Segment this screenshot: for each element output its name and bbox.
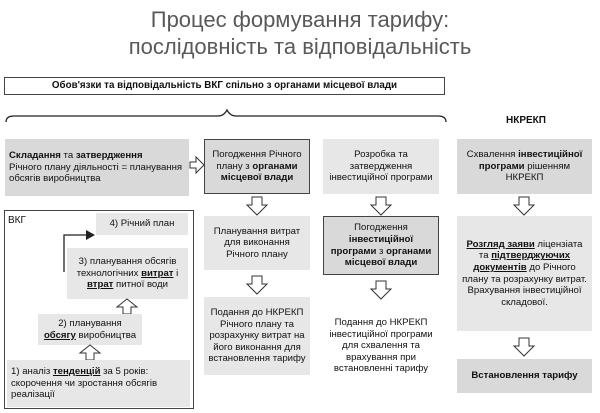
vkg-step4-annual-plan: 4) Річний план — [96, 213, 188, 235]
arrow-step2-to-3 — [115, 298, 139, 315]
application-review-t3: Врахування інвестиційної складової. — [467, 285, 582, 308]
vkg-step1-t1: 1) аналіз — [11, 366, 53, 378]
arrow-down-5 — [369, 280, 393, 300]
page-title-line1: Процес формування тарифу: — [150, 7, 450, 32]
vkg-step3-t3: питної води — [113, 279, 169, 291]
arrow-down-1 — [245, 196, 269, 216]
investment-approval-box: Схвалення інвестиційної програми рішення… — [457, 139, 592, 194]
agreement-annual-plan-bold: органами місцевої влади — [220, 160, 298, 184]
vkg-step3-losses: втрат — [86, 279, 114, 291]
nkrekp-label: НКРЕКП — [506, 115, 546, 126]
annual-plan-box-text: Річного плану діяльності = планування об… — [9, 161, 183, 185]
investment-agreement-bold1: інвестиційної програми — [330, 233, 414, 257]
arrow-right-1 — [189, 155, 205, 175]
annual-plan-box: Складання та затвердження Річного плану … — [5, 139, 189, 196]
vkg-step3-t1: 3) планування обсягів технологічних — [76, 256, 177, 279]
arrow-step3-to-4 — [63, 230, 95, 272]
application-review-bold1: Розгляд заяви — [466, 238, 535, 250]
investment-agreement-bold2: органами місцевої влади — [344, 245, 432, 269]
vkg-label: ВКГ — [8, 215, 26, 226]
arrow-down-2 — [369, 196, 393, 216]
investment-approval-t1: Схвалення — [466, 149, 519, 161]
application-review-bold2: підтверджуючих документів — [473, 250, 571, 273]
page-title-line2: послідовність та відповідальність — [128, 34, 472, 59]
curly-brace — [5, 108, 447, 123]
arrow-down-3 — [512, 196, 536, 216]
investment-approval-t2: рішенням НКРЕКП — [505, 160, 571, 184]
investment-agreement-t1: Погодження — [354, 222, 408, 234]
vkg-step1-t2: за 5 років: скорочення чи зростання обся… — [11, 366, 158, 401]
arrow-down-4 — [245, 275, 269, 295]
vkg-step2: 2) планування обсягу виробництва — [38, 314, 142, 345]
submit-investment-program-box: Подання до НКРЕКП інвестиційної програми… — [323, 303, 439, 389]
investment-agreement-box: Погодження інвестиційної програми з орга… — [323, 216, 439, 275]
investment-agreement-t2: з — [376, 245, 387, 257]
annual-plan-box-bold1: Складання — [9, 150, 61, 162]
application-review-t1: ліцензіата та — [478, 238, 583, 262]
application-review-t2: до Річного плану та розрахунку витрат. — [462, 261, 587, 285]
submit-annual-plan-box: Подання до НКРЕКП Річного плану та розра… — [204, 297, 310, 375]
vkg-step3-costs: витрат — [141, 267, 174, 279]
header-bar: Обов'язки та відповідальність ВКГ спільн… — [4, 77, 445, 95]
vkg-frame — [4, 210, 194, 409]
agreement-annual-plan-text: Погодження Річного плану з — [212, 149, 302, 172]
tariff-setting-box: Встановлення тарифу — [457, 359, 592, 393]
vkg-step1-trends: тенденцій — [52, 366, 101, 378]
vkg-step2-volume: обсягу — [43, 329, 76, 341]
vkg-step2-t1: 2) планування — [58, 317, 122, 329]
application-review-box: Розгляд заяви ліцензіата та підтверджуюч… — [457, 216, 592, 331]
vkg-step2-t2: виробництва — [75, 329, 137, 341]
arrow-step1-to-2 — [78, 344, 102, 361]
investment-approval-bold: інвестиційної програми — [478, 149, 583, 172]
agreement-annual-plan-box: Погодження Річного плану з органами місц… — [204, 139, 310, 194]
cost-planning-box: Планування витрат для виконання Річного … — [204, 216, 310, 270]
vkg-step3-t2: і — [173, 267, 179, 279]
investment-program-dev-box: Розробка та затвердження інвестиційної п… — [323, 139, 439, 194]
annual-plan-box-bold2: затвердження — [75, 150, 143, 162]
arrow-down-6 — [512, 337, 536, 357]
annual-plan-box-and: та — [60, 150, 76, 162]
vkg-step1: 1) аналіз тенденцій за 5 років: скорочен… — [7, 360, 190, 407]
vkg-step3: 3) планування обсягів технологічних витр… — [67, 248, 188, 299]
